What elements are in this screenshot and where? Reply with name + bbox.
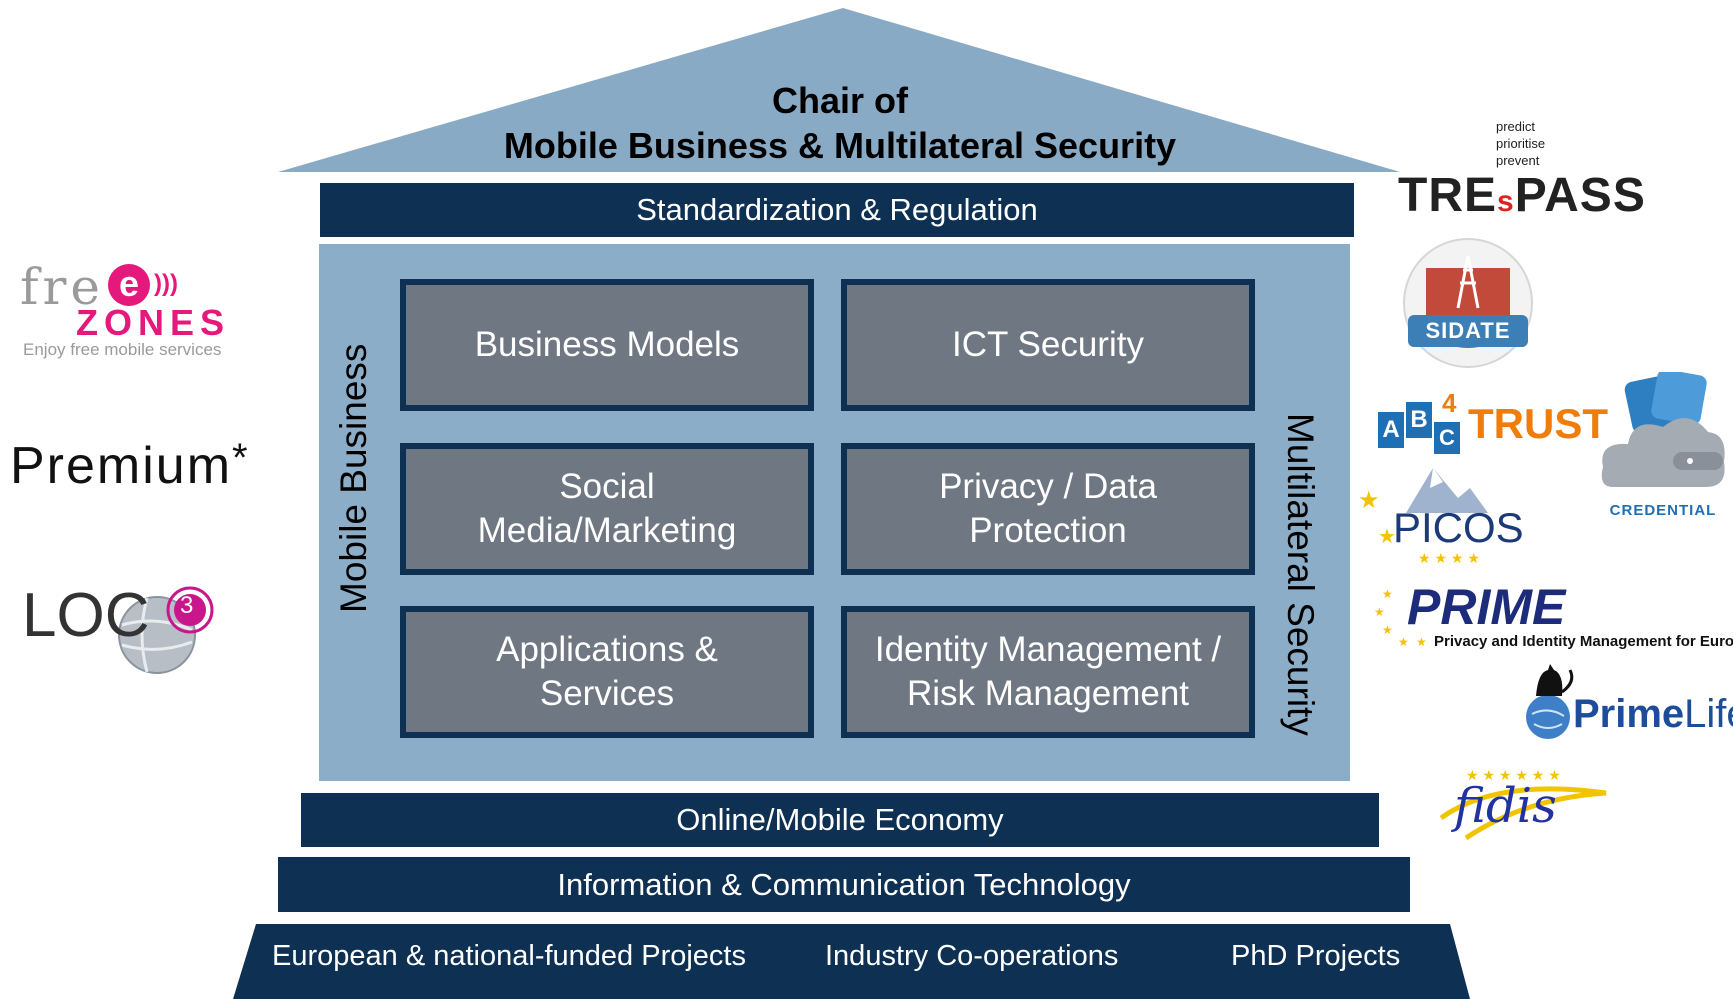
multilateral-security-label: Multilateral Security (1280, 413, 1321, 736)
box-label-line2: Services (539, 674, 675, 713)
box-privacy: Privacy / Data Protection (841, 443, 1255, 575)
box-label-line2: Protection (969, 511, 1127, 550)
svg-text:★: ★ (1416, 635, 1427, 649)
prime-text: PRIME (1407, 579, 1566, 635)
box-ict-security: ICT Security (841, 279, 1255, 411)
box-identity-management: Identity Management / Risk Management (841, 606, 1255, 738)
freezones-logo: fre e ))) ZONES Enjoy free mobile servic… (20, 258, 240, 368)
abc-block-c: C (1434, 422, 1460, 454)
primelife-bold: Prime (1573, 692, 1685, 736)
box-applications: Applications & Services (400, 606, 814, 738)
ict-label: Information & Communication Technology (557, 866, 1131, 902)
shield-icon (1403, 238, 1533, 368)
svg-text:★: ★ (1374, 605, 1385, 619)
picos-text: PICOS (1393, 504, 1524, 551)
primelife-text: PrimeLife (1573, 692, 1733, 737)
svg-text:★ ★ ★ ★: ★ ★ ★ ★ (1418, 550, 1480, 566)
prime-logo: ★ ★ ★ ★ ★ PRIME Privacy and Identity Man… (1372, 578, 1733, 653)
foundation-european-projects: European & national-funded Projects (272, 940, 746, 972)
foundation-industry: Industry Co-operations (825, 940, 1119, 972)
primelife-rest: Life (1684, 692, 1733, 736)
picos-logo: ★ ★ ★ ★ ★ ★ PICOS (1358, 468, 1528, 568)
freezones-tagline: Enjoy free mobile services (23, 340, 222, 359)
chair-title-line2: Mobile Business & Multilateral Security (503, 125, 1177, 166)
standardization-bar: Standardization & Regulation (320, 183, 1354, 237)
loc3-text: LOC (22, 581, 150, 650)
prime-subtitle: Privacy and Identity Management for Euro… (1434, 633, 1733, 650)
abc-block-b: B (1406, 402, 1432, 438)
foundation-phd: PhD Projects (1231, 940, 1401, 972)
premium-star: * (232, 436, 250, 480)
trespass-tagline-1: predict (1496, 119, 1536, 134)
sidate-text: SIDATE (1425, 318, 1511, 343)
svg-text:★: ★ (1382, 587, 1393, 601)
svg-text:★: ★ (1378, 526, 1396, 548)
chair-title-line1: Chair of (771, 80, 908, 121)
chair-title: Chair of Mobile Business & Multilateral … (350, 78, 1330, 168)
box-label-line2: Risk Management (906, 674, 1190, 713)
mobile-business-label: Mobile Business (333, 343, 374, 613)
loc3-logo: LOC 3 (22, 580, 232, 690)
svg-text:★ ★ ★ ★ ★ ★: ★ ★ ★ ★ ★ ★ (1466, 767, 1561, 783)
credential-text: CREDENTIAL (1609, 502, 1717, 519)
premium-logo: Premium* (10, 436, 250, 496)
box-label: ICT Security (952, 325, 1144, 364)
svg-text:★: ★ (1398, 635, 1409, 649)
signal-waves-icon: ))) (154, 270, 178, 297)
freezones-e-badge: e (108, 264, 150, 306)
box-social-media: Social Media/Marketing (400, 443, 814, 575)
freezones-fre: fre (20, 258, 104, 316)
standardization-label: Standardization & Regulation (636, 192, 1038, 227)
freezones-zones: ZONES (76, 302, 231, 343)
premium-text: Premium (10, 437, 233, 495)
box-label: Business Models (474, 325, 740, 364)
box-business-models: Business Models (400, 279, 814, 411)
economy-bar: Online/Mobile Economy (301, 793, 1379, 847)
box-label-line1: Applications & (496, 630, 718, 669)
fidis-text: fidis (1454, 778, 1557, 834)
economy-label: Online/Mobile Economy (676, 802, 1004, 837)
abc-four: 4 (1442, 388, 1457, 418)
globe-icon (118, 586, 214, 674)
trespass-tagline-2: prioritise (1496, 136, 1546, 151)
svg-text:★: ★ (1358, 487, 1380, 514)
trespass-tagline: predict prioritise prevent (1496, 118, 1545, 169)
roof (278, 8, 1400, 172)
mountain-stars-icon: ★ ★ ★ ★ ★ ★ (1358, 468, 1488, 566)
loc3-superscript: 3 (180, 592, 194, 619)
sidate-logo: SIDATE (1398, 238, 1538, 368)
fidis-logo: ★ ★ ★ ★ ★ ★ fidis (1436, 758, 1616, 853)
primelife-logo: PrimeLife (1518, 662, 1733, 742)
cat-globe-icon (1526, 664, 1574, 739)
eu-stars-icon: ★ ★ ★ ★ ★ (1374, 587, 1427, 649)
abc-trust-text: TRUST (1468, 400, 1608, 447)
box-label-line1: Privacy / Data (939, 467, 1157, 506)
box-label-line2: Media/Marketing (477, 511, 737, 550)
svg-text:★: ★ (1382, 623, 1393, 637)
trespass-logo: predict prioritise prevent TREsPASS (1398, 118, 1645, 228)
box-label-line1: Identity Management / (874, 630, 1222, 669)
abc-block-a: A (1378, 412, 1404, 448)
ict-bar: Information & Communication Technology (278, 857, 1410, 912)
cloud-icon (1601, 372, 1725, 487)
abc4trust-logo: A B C 4 TRUST (1378, 388, 1608, 462)
foundation-base (233, 924, 1470, 999)
swoosh-stars-icon: ★ ★ ★ ★ ★ ★ (1439, 767, 1607, 841)
trespass-name: TREsPASS (1398, 169, 1646, 222)
credential-logo: CREDENTIAL (1598, 372, 1728, 527)
trespass-tagline-3: prevent (1496, 153, 1540, 168)
box-label-line1: Social (559, 467, 655, 506)
